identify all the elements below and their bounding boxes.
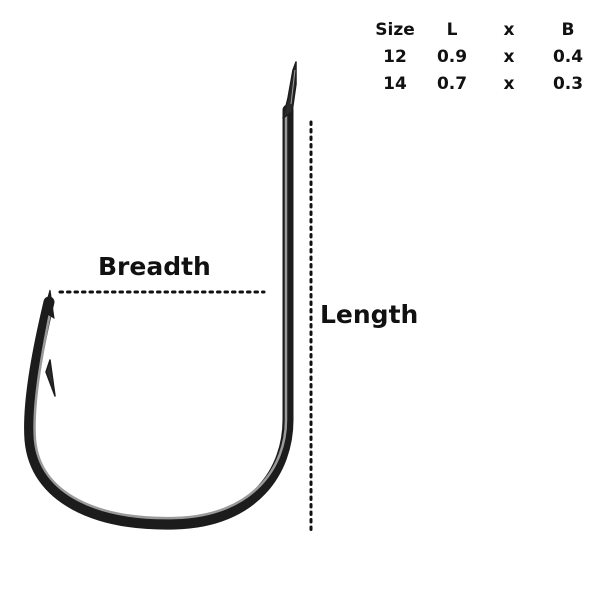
table-row: 14 0.7 x 0.3: [366, 70, 598, 97]
multiply-cell: x: [503, 46, 515, 67]
breadth-header: B: [561, 19, 575, 40]
multiply-header: x: [503, 19, 515, 40]
length-label: Length: [320, 300, 419, 329]
table-row: 12 0.9 x 0.4: [366, 43, 598, 70]
length-header: L: [446, 19, 458, 40]
breadth-cell: 0.4: [552, 46, 584, 67]
breadth-cell: 0.3: [552, 73, 584, 94]
hook-barb: [45, 359, 56, 397]
hook-eye-highlight: [290, 69, 296, 105]
breadth-label: Breadth: [98, 252, 211, 281]
multiply-cell: x: [503, 73, 515, 94]
size-cell: 14: [383, 73, 407, 94]
hook-shank-outline: [24, 104, 294, 530]
size-table: Size L x B 12 0.9 x 0.4 14 0.7 x 0.3: [366, 16, 598, 97]
hook-highlight: [33, 110, 288, 520]
hook-point: [43, 289, 55, 319]
size-cell: 12: [383, 46, 407, 67]
size-header: Size: [375, 19, 415, 40]
length-cell: 0.9: [436, 46, 468, 67]
size-table-header-row: Size L x B: [366, 16, 598, 43]
length-cell: 0.7: [436, 73, 468, 94]
hook-eye: [282, 61, 297, 119]
